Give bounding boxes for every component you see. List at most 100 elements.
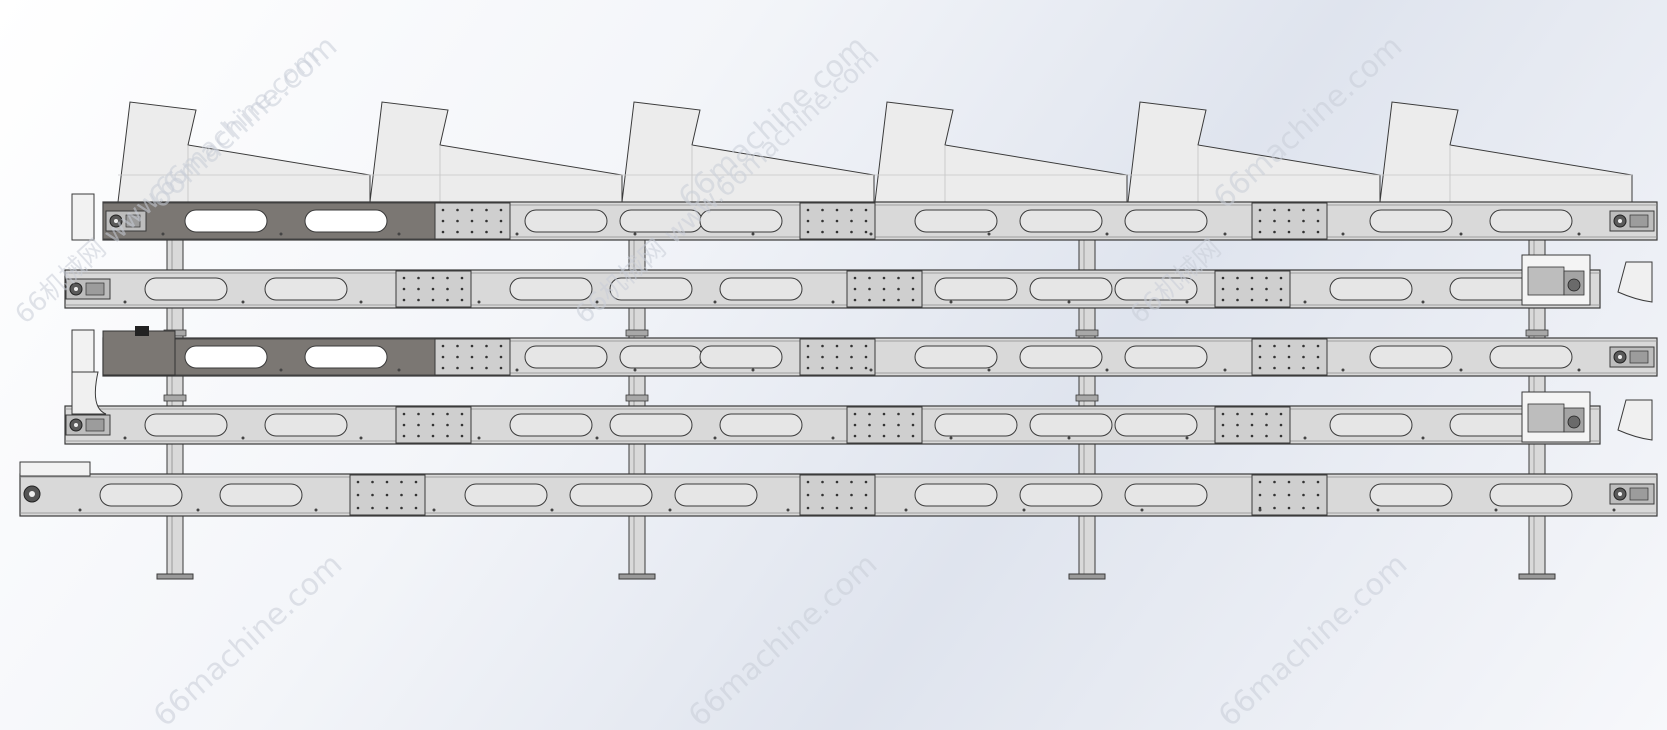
plate-bolt bbox=[441, 230, 445, 234]
hopper-6 bbox=[1379, 101, 1633, 203]
plate-bolt bbox=[1273, 355, 1276, 359]
frame-slot-10 bbox=[1449, 277, 1533, 301]
drive-hub bbox=[74, 423, 78, 427]
frame-fastener bbox=[831, 300, 835, 304]
plate-bolt bbox=[853, 423, 857, 427]
plate-bolt bbox=[821, 344, 824, 348]
frame-slot-1 bbox=[144, 413, 228, 437]
frame-fastener bbox=[1140, 508, 1144, 512]
frame-slot-5 bbox=[699, 345, 783, 369]
plate-bolt bbox=[806, 355, 810, 359]
plate-bolt bbox=[1316, 366, 1320, 370]
drive-hub bbox=[114, 219, 118, 223]
plate-bolt bbox=[1302, 366, 1305, 370]
watermark-bottom-2: 66machine.com bbox=[682, 547, 884, 730]
plate-bolt bbox=[911, 423, 915, 427]
plate-bolt bbox=[853, 434, 857, 438]
frame-slot-7 bbox=[1019, 209, 1103, 233]
plate-bolt bbox=[1287, 230, 1291, 234]
frame-slot-2 bbox=[304, 209, 388, 233]
plate-bolt bbox=[1273, 219, 1276, 223]
plate-bolt bbox=[499, 355, 503, 359]
plate-bolt bbox=[441, 355, 445, 359]
plate-bolt bbox=[402, 287, 406, 291]
plate-bolt bbox=[806, 208, 810, 212]
discharge-chute bbox=[1617, 399, 1653, 441]
frame-fastener bbox=[1067, 436, 1071, 440]
plate-bolt bbox=[1258, 493, 1262, 497]
discharge-chute bbox=[71, 371, 107, 415]
plate-bolt bbox=[821, 208, 824, 212]
frame-fastener bbox=[196, 508, 200, 512]
frame-slot-10 bbox=[1489, 209, 1573, 233]
plate-bolt bbox=[1302, 344, 1305, 348]
frame-slot-8 bbox=[1124, 209, 1208, 233]
plate-bolt bbox=[499, 219, 503, 223]
plate-bolt bbox=[850, 230, 853, 234]
plate-bolt bbox=[1258, 208, 1262, 212]
plate-bolt bbox=[882, 434, 886, 438]
plate-bolt bbox=[417, 412, 420, 416]
frame-fastener bbox=[123, 436, 127, 440]
leg-bracket bbox=[1525, 329, 1549, 337]
plate-bolt bbox=[1250, 434, 1254, 438]
frame-fastener bbox=[1185, 300, 1189, 304]
plate-bolt bbox=[485, 355, 488, 359]
splice-plate-3 bbox=[1251, 338, 1328, 376]
tail-drive-tier-5 bbox=[1609, 483, 1655, 505]
plate-bolt bbox=[868, 412, 871, 416]
frame-slot-7 bbox=[1029, 413, 1113, 437]
frame-fastener bbox=[1105, 368, 1109, 372]
frame-slot-4 bbox=[619, 345, 703, 369]
plate-bolt bbox=[1273, 493, 1276, 497]
frame-slot-10 bbox=[1449, 413, 1533, 437]
plate-bolt bbox=[868, 423, 871, 427]
drive-label-tag bbox=[135, 326, 149, 336]
frame-slot-3 bbox=[509, 413, 593, 437]
plate-bolt bbox=[485, 230, 488, 234]
plate-bolt bbox=[456, 230, 459, 234]
plate-bolt bbox=[897, 287, 900, 291]
drive-cover bbox=[102, 330, 176, 376]
frame-slot-2 bbox=[264, 277, 348, 301]
plate-bolt bbox=[499, 230, 503, 234]
plate-bolt bbox=[1279, 287, 1283, 291]
plate-bolt bbox=[821, 480, 824, 484]
frame-fastener bbox=[279, 368, 283, 372]
plate-bolt bbox=[911, 287, 915, 291]
leg-foot bbox=[1068, 573, 1106, 580]
splice-plate-1 bbox=[395, 270, 472, 308]
plate-bolt bbox=[1265, 287, 1268, 291]
discharge-chute bbox=[1617, 261, 1653, 303]
plate-bolt bbox=[806, 493, 810, 497]
frame-slot-9 bbox=[1369, 209, 1453, 233]
frame-fastener bbox=[1022, 508, 1026, 512]
plate-bolt bbox=[456, 208, 459, 212]
plate-bolt bbox=[446, 298, 449, 302]
drive-hub bbox=[1618, 355, 1622, 359]
frame-fastener bbox=[1376, 508, 1380, 512]
plate-bolt bbox=[1221, 412, 1225, 416]
plate-bolt bbox=[1279, 412, 1283, 416]
drive-gearbox bbox=[85, 418, 105, 432]
plate-bolt bbox=[821, 219, 824, 223]
frame-slot-4 bbox=[569, 483, 653, 507]
plate-bolt bbox=[1316, 230, 1320, 234]
plate-bolt bbox=[460, 298, 464, 302]
frame-slot-10 bbox=[1489, 345, 1573, 369]
frame-slot-1 bbox=[99, 483, 183, 507]
plate-bolt bbox=[1302, 493, 1305, 497]
plate-bolt bbox=[853, 276, 857, 280]
frame-fastener bbox=[1258, 508, 1262, 512]
plate-bolt bbox=[868, 276, 871, 280]
plate-bolt bbox=[821, 506, 824, 510]
splice-plate-1 bbox=[349, 474, 426, 516]
frame-fastener bbox=[1459, 368, 1463, 372]
plate-bolt bbox=[1265, 412, 1268, 416]
plate-bolt bbox=[400, 506, 403, 510]
plate-bolt bbox=[1279, 298, 1283, 302]
frame-fastener bbox=[515, 232, 519, 236]
plate-bolt bbox=[1316, 480, 1320, 484]
drive-hub bbox=[1618, 492, 1622, 496]
